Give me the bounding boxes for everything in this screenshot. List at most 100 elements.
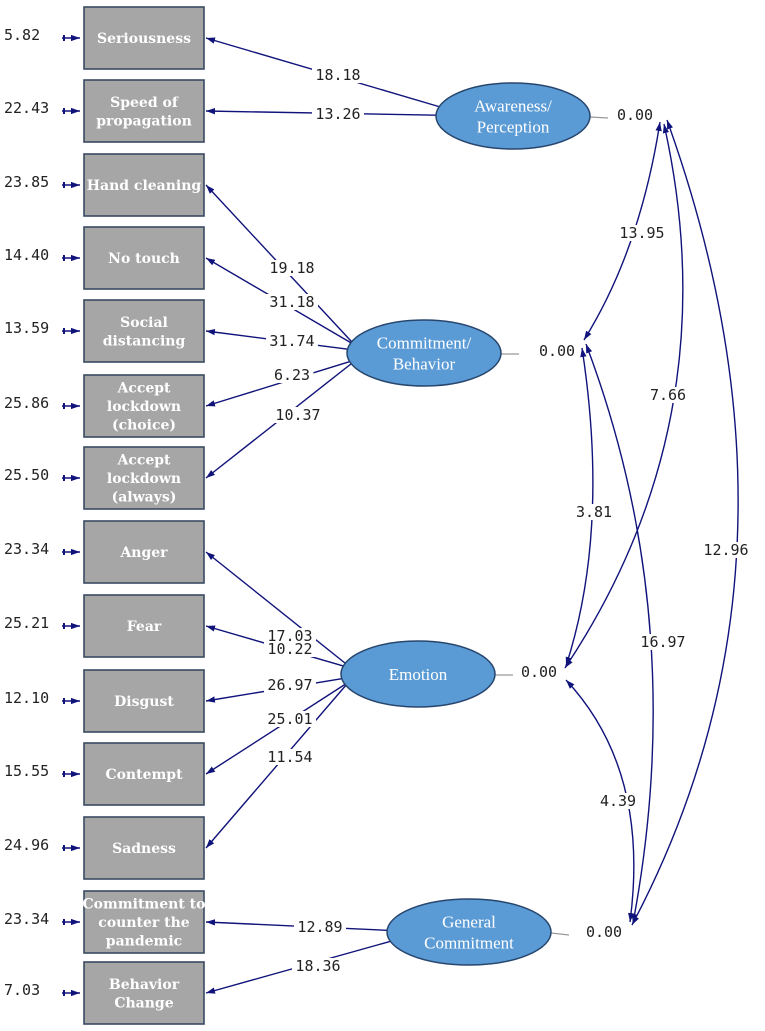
covariance-value-bg (616, 225, 668, 241)
loading-arrow (205, 681, 350, 775)
covariance-value-bg (596, 793, 640, 809)
observed-label: No touch (108, 251, 180, 267)
error-value: 23.34 (4, 910, 49, 928)
observed-speed: Speed of propagation (83, 79, 205, 143)
covariance-value: 12.96 (703, 541, 748, 559)
observed-label: Commitment to (83, 897, 206, 913)
observed-label: Behavior (109, 977, 180, 993)
loading-value: 6.23 (274, 366, 310, 384)
observed-label: Sadness (112, 841, 176, 857)
observed-commitment-counter: Commitment to counter the pandemic (83, 890, 206, 954)
observed-disgust: Disgust (83, 669, 205, 733)
loading-value-bg (266, 333, 318, 349)
observed-anger: Anger (83, 520, 205, 584)
observed-label: Accept (116, 381, 171, 397)
loading-value-bg (292, 958, 344, 974)
observed-label: distancing (103, 333, 186, 349)
latent-emotion: Emotion (340, 640, 496, 708)
variance-value: 0.00 (586, 923, 622, 941)
error-value: 22.43 (4, 99, 49, 117)
error-value: 24.96 (4, 836, 49, 854)
observed-seriousness: Seriousness (83, 6, 205, 70)
observed-label: Change (114, 995, 173, 1011)
loading-value: 26.97 (267, 676, 312, 694)
loading-value-bg (264, 711, 316, 727)
loading-value: 19.18 (269, 259, 314, 277)
loading-value-bg (264, 677, 316, 693)
observed-label: propagation (96, 113, 192, 129)
covariance-value-bg (646, 387, 690, 403)
covariance-arrow (585, 343, 654, 924)
variance-value-bg (517, 664, 561, 680)
error-value: 25.86 (4, 394, 49, 412)
error-value: 25.21 (4, 614, 49, 632)
covariance-value: 16.97 (640, 633, 685, 651)
observed-label: Anger (119, 545, 168, 561)
covariance-value: 4.39 (600, 792, 636, 810)
latent-label: Commitment/ (377, 334, 472, 353)
loading-value-bg (264, 641, 316, 657)
loading-arrow (205, 359, 355, 407)
loading-value-bg (312, 67, 364, 83)
loading-value: 31.74 (269, 332, 314, 350)
variance-value-bg (613, 107, 657, 123)
error-value: 23.85 (4, 173, 49, 191)
observed-label: Speed of (110, 95, 179, 111)
observed-box (83, 890, 205, 954)
loading-value-bg (266, 260, 318, 276)
observed-label: counter the (98, 915, 189, 931)
loading-value: 31.18 (269, 293, 314, 311)
error-value: 15.55 (4, 762, 49, 780)
loading-value: 10.22 (267, 640, 312, 658)
observed-box (83, 961, 205, 1025)
latent-label: Commitment (424, 934, 514, 953)
error-value: 13.59 (4, 319, 49, 337)
loading-value-bg (272, 407, 324, 423)
observed-contempt: Contempt (83, 742, 205, 806)
observed-box (83, 374, 205, 438)
observed-fear: Fear (83, 594, 205, 658)
latent-ellipse (346, 319, 502, 387)
observed-hand-cleaning: Hand cleaning (83, 153, 205, 217)
observed-label: (choice) (112, 418, 176, 434)
observed-no-touch: No touch (83, 226, 205, 290)
variance-line (589, 116, 609, 119)
error-value: 7.03 (4, 981, 40, 999)
loading-value: 25.01 (267, 710, 312, 728)
covariance-value-bg (572, 504, 616, 520)
covariance-value-bg (700, 542, 752, 558)
latent-label: Awareness/ (474, 97, 552, 116)
covariance-arrow (565, 679, 635, 923)
loading-value-bg (312, 106, 364, 122)
latent-label: Perception (477, 118, 550, 137)
observed-label: Accept (116, 453, 171, 469)
observed-label: pandemic (106, 934, 182, 950)
covariance-arrow (631, 119, 739, 926)
loading-value: 13.26 (315, 105, 360, 123)
error-value: 25.50 (4, 466, 49, 484)
error-value: 23.34 (4, 540, 49, 558)
loading-value-bg (264, 628, 316, 644)
variance-value-bg (582, 924, 626, 940)
loading-value: 12.89 (297, 918, 342, 936)
covariance-value: 7.66 (650, 386, 686, 404)
observed-social-distancing: Social distancing (83, 299, 205, 363)
latent-commitment-behavior: Commitment/Behavior (346, 319, 502, 387)
loading-value: 18.36 (295, 957, 340, 975)
observed-box (83, 594, 205, 658)
observed-box (83, 816, 205, 880)
loading-value: 18.18 (315, 66, 360, 84)
covariance-value: 13.95 (619, 224, 664, 242)
observed-box (83, 6, 205, 70)
variance-line (550, 932, 570, 936)
observed-label: Social (120, 315, 168, 331)
loading-value: 11.54 (267, 748, 312, 766)
variance-value: 0.00 (617, 106, 653, 124)
observed-label: (always) (112, 490, 177, 506)
loading-value: 10.37 (275, 406, 320, 424)
loading-value-bg (266, 294, 318, 310)
